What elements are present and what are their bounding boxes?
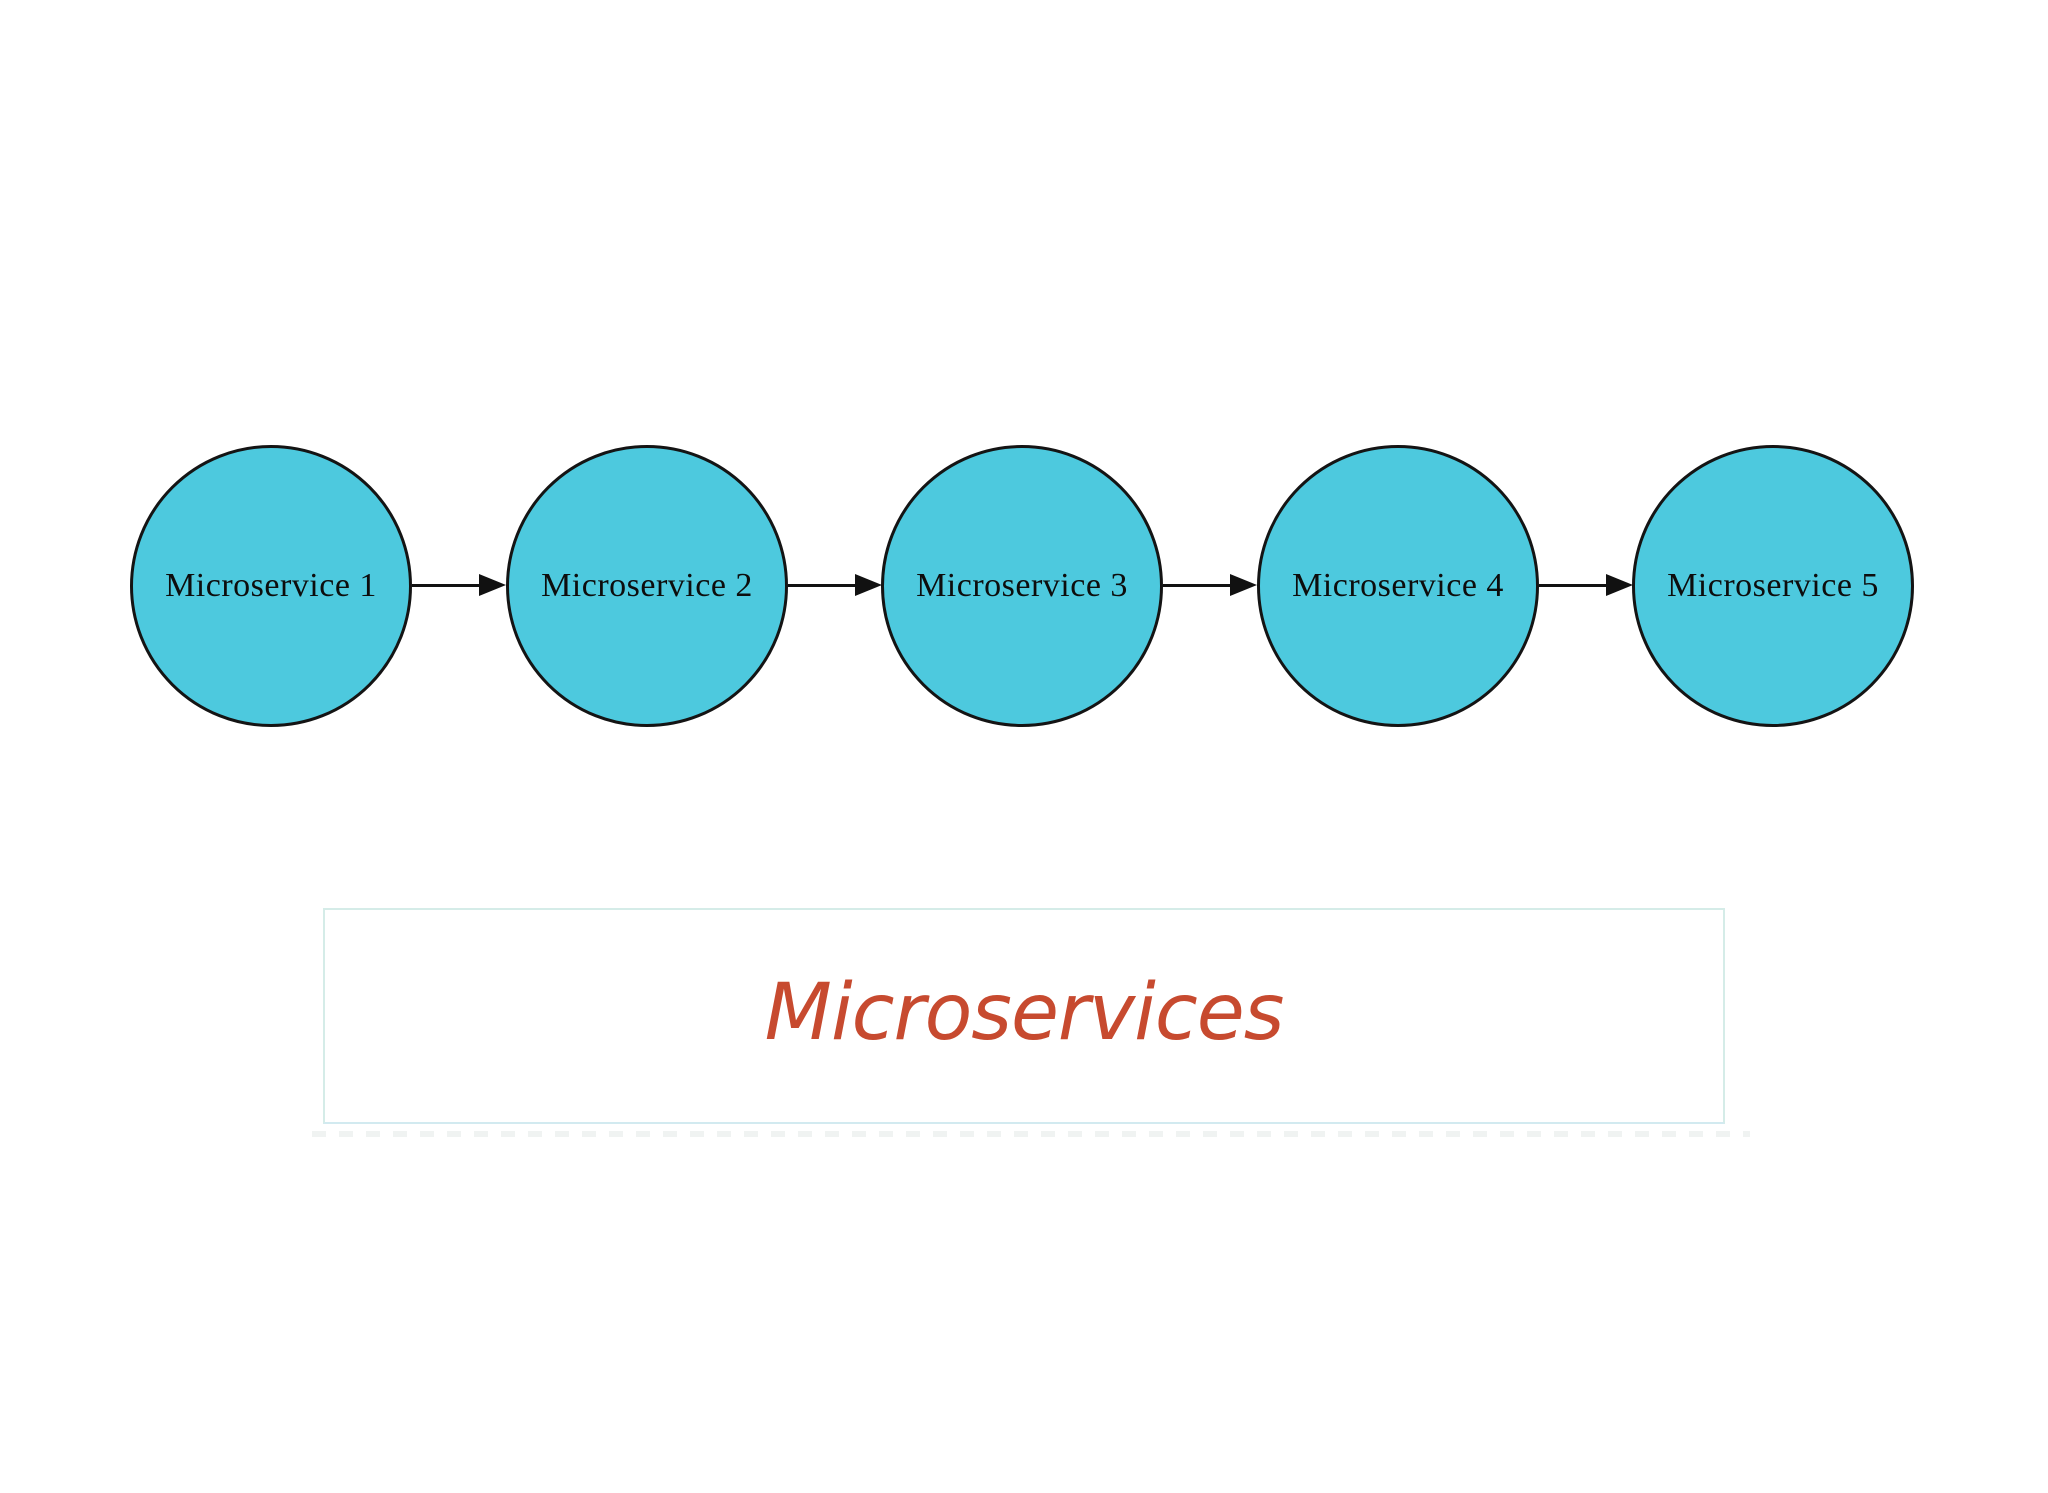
- node-microservice-4: Microservice 4: [1257, 445, 1539, 727]
- node-label: Microservice 5: [1667, 567, 1879, 604]
- arrow-shaft: [412, 583, 479, 587]
- arrow-shaft: [788, 583, 855, 587]
- arrow-shaft: [1539, 583, 1606, 587]
- node-microservice-2: Microservice 2: [506, 445, 788, 727]
- dashed-divider: [312, 1131, 1750, 1137]
- arrowhead-icon: [1230, 574, 1257, 596]
- arrow-3-to-4: [1163, 573, 1257, 597]
- node-label: Microservice 2: [541, 567, 753, 604]
- arrow-2-to-3: [788, 573, 882, 597]
- node-label: Microservice 3: [916, 567, 1128, 604]
- caption-box: Microservices: [323, 908, 1725, 1124]
- arrow-1-to-2: [412, 573, 506, 597]
- arrow-4-to-5: [1539, 573, 1633, 597]
- node-microservice-5: Microservice 5: [1632, 445, 1914, 727]
- node-microservice-3: Microservice 3: [881, 445, 1163, 727]
- arrow-shaft: [1163, 583, 1230, 587]
- arrowhead-icon: [1606, 574, 1633, 596]
- node-label: Microservice 4: [1292, 567, 1504, 604]
- node-microservice-1: Microservice 1: [130, 445, 412, 727]
- arrowhead-icon: [479, 574, 506, 596]
- node-label: Microservice 1: [165, 567, 377, 604]
- caption-title: Microservices: [764, 968, 1285, 1058]
- arrowhead-icon: [855, 574, 882, 596]
